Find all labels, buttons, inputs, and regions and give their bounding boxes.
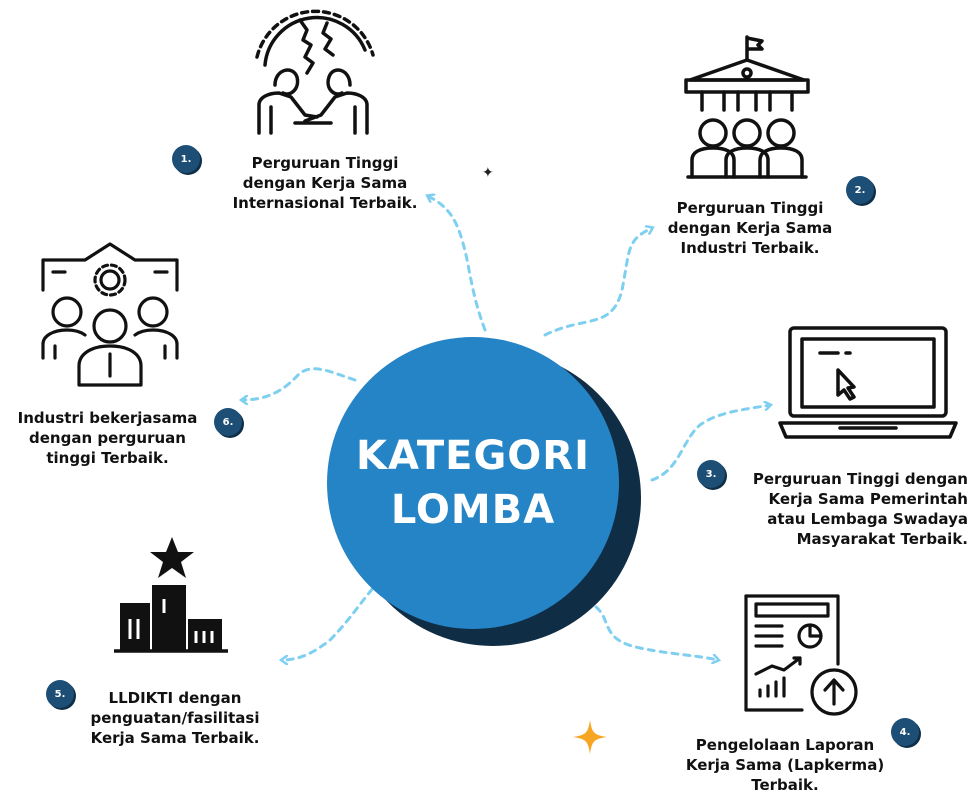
- report-upload-icon: [744, 594, 858, 716]
- arrow-to-category-4: [594, 605, 718, 660]
- sparkle-icon: ✦: [482, 165, 494, 181]
- category-2-badge: 2.: [846, 176, 874, 204]
- category-5-badge: 5.: [46, 680, 74, 708]
- category-4-badge: 4.: [891, 718, 919, 746]
- handshake-globe-icon: [255, 9, 375, 135]
- podium-star-icon: [114, 537, 228, 653]
- industry-team-icon: [41, 242, 179, 387]
- category-1-badge: 1.: [172, 145, 200, 173]
- category-3-label: Perguruan Tinggi dengan Kerja Sama Pemer…: [752, 470, 968, 548]
- center-circle: KATEGORI LOMBA: [327, 337, 619, 629]
- center-title: KATEGORI LOMBA: [356, 433, 590, 533]
- arrow-to-category-2: [543, 228, 652, 337]
- arrow-to-category-3: [650, 405, 770, 482]
- arrow-to-category-1: [428, 196, 487, 332]
- category-1-label: Perguruan Tinggi dengan Kerja Sama Inter…: [232, 154, 418, 212]
- arrow-to-category-5: [282, 578, 382, 660]
- category-6-badge: 6.: [214, 408, 242, 436]
- category-6-label: Industri bekerjasama dengan perguruan ti…: [17, 409, 198, 467]
- sparkle-icon: [573, 720, 607, 754]
- category-2-label: Perguruan Tinggi dengan Kerja Sama Indus…: [667, 199, 833, 257]
- category-4-label: Pengelolaan Laporan Kerja Sama (Lapkerma…: [685, 736, 885, 794]
- laptop-cursor-icon: [778, 326, 958, 439]
- category-3-badge: 3.: [697, 460, 725, 488]
- category-5-label: LLDIKTI dengan penguatan/fasilitasi Kerj…: [90, 689, 260, 747]
- institution-people-icon: [684, 35, 810, 179]
- arrow-to-category-6: [242, 367, 357, 400]
